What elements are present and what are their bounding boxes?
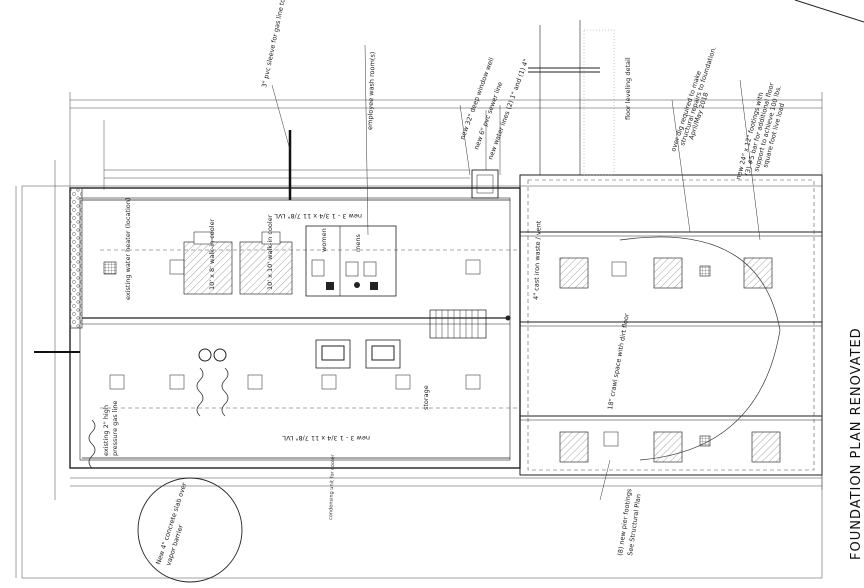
- label-women: women: [320, 228, 328, 252]
- walk-in-coolers: [183, 231, 293, 295]
- window-well: [471, 169, 499, 199]
- sinks: [315, 339, 401, 369]
- label-walk-in-1: 10' x 8' walk-in cooler: [208, 218, 216, 290]
- gas-equipment: [88, 261, 229, 469]
- restrooms: [305, 225, 397, 297]
- new-footings-crawl: [559, 257, 781, 463]
- note-condensing: condensing unit for cooler: [328, 454, 336, 521]
- note-employee-rooms: employee wash room(s): [366, 52, 377, 131]
- note-beam-bottom: new 3 - 1 3/4 x 11 7/8" LVL: [282, 434, 370, 442]
- pier-footings-main: [109, 259, 481, 390]
- note-floor-detail: floor leveling detail: [624, 57, 632, 120]
- note-crawl-space: 18" crawl space with dirt floor: [606, 312, 631, 410]
- note-beam-top: new 3 - 1 3/4 x 11 7/8" LVL: [274, 212, 362, 220]
- label-mens: mens: [354, 234, 362, 252]
- note-structural-2: structural repairs to foundation.: [678, 45, 718, 146]
- leader-lines: [271, 44, 761, 501]
- label-storage: storage: [422, 385, 430, 410]
- slab-callout-circle: [137, 477, 243, 583]
- dig-arc: [619, 236, 781, 461]
- dimension-lines: [15, 92, 823, 579]
- stairs: [429, 309, 487, 339]
- floor-leveling-detail: [528, 20, 615, 176]
- label-walk-in-2: 10' x 10' walk-in cooler: [266, 214, 274, 290]
- note-water-heater: existing water heater (location): [124, 198, 132, 300]
- note-gas-line-1: existing 2" high: [102, 405, 110, 456]
- page-title: FOUNDATION PLAN RENOVATED: [849, 327, 864, 560]
- note-pvc-sleeve: 3" pvc sleeve for gas line to future pat…: [260, 0, 301, 88]
- foundation-walls: [69, 174, 823, 476]
- note-cast-iron: 4" cast iron waste / vent: [532, 220, 543, 300]
- note-gas-line-2: pressure gas line: [111, 401, 119, 456]
